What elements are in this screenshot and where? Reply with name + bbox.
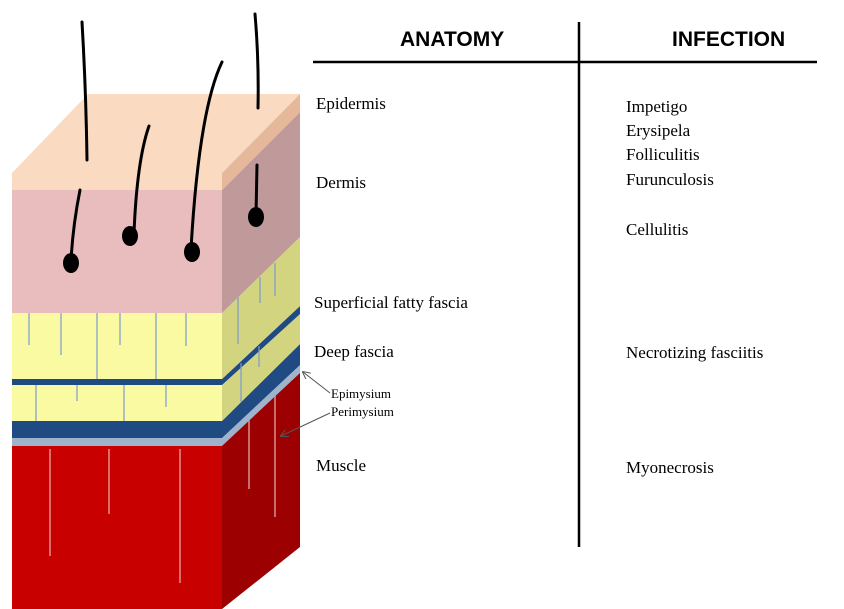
- label-muscle: Muscle: [316, 457, 366, 474]
- infection-folliculitis: Folliculitis: [626, 146, 700, 163]
- infection-header: INFECTION: [672, 28, 785, 52]
- epimysium-arrow: [303, 372, 330, 393]
- infection-necrotizing-fasciitis: Necrotizing fasciitis: [626, 344, 763, 361]
- anatomy-header: ANATOMY: [400, 28, 504, 52]
- infection-cellulitis: Cellulitis: [626, 221, 688, 238]
- infection-furunculosis: Furunculosis: [626, 171, 714, 188]
- label-epidermis: Epidermis: [316, 95, 386, 112]
- label-epimysium: Epimysium: [331, 387, 391, 400]
- infection-erysipela: Erysipela: [626, 122, 690, 139]
- label-deep-fascia: Deep fascia: [314, 343, 394, 360]
- label-perimysium: Perimysium: [331, 405, 394, 418]
- label-dermis: Dermis: [316, 174, 366, 191]
- label-superficial-fatty-fascia: Superficial fatty fascia: [314, 294, 468, 311]
- infection-myonecrosis: Myonecrosis: [626, 459, 714, 476]
- infection-impetigo: Impetigo: [626, 98, 687, 115]
